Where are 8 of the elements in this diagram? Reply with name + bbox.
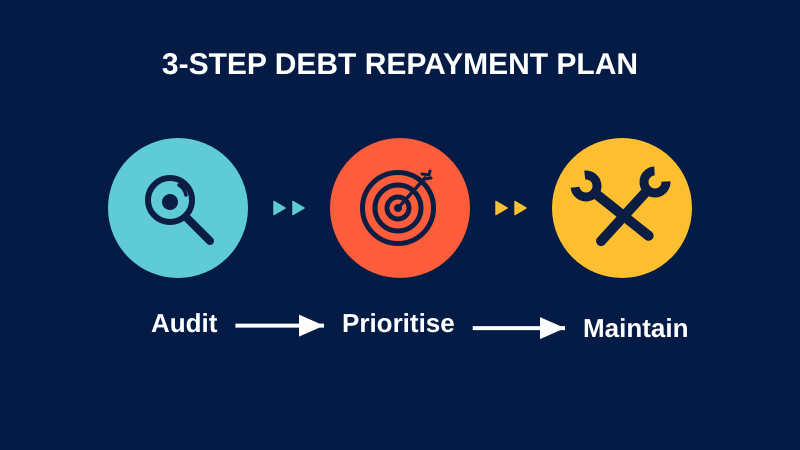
title: 3-STEP DEBT REPAYMENT PLAN: [162, 47, 638, 83]
arrow: [235, 314, 324, 337]
step-label: Maintain: [583, 313, 688, 344]
arrow: [472, 317, 565, 340]
double-chevron-arrow: [273, 200, 305, 216]
step-label: Audit: [151, 308, 218, 340]
double-chevron-arrow: [495, 200, 527, 216]
step-label: Prioritise: [342, 308, 455, 340]
